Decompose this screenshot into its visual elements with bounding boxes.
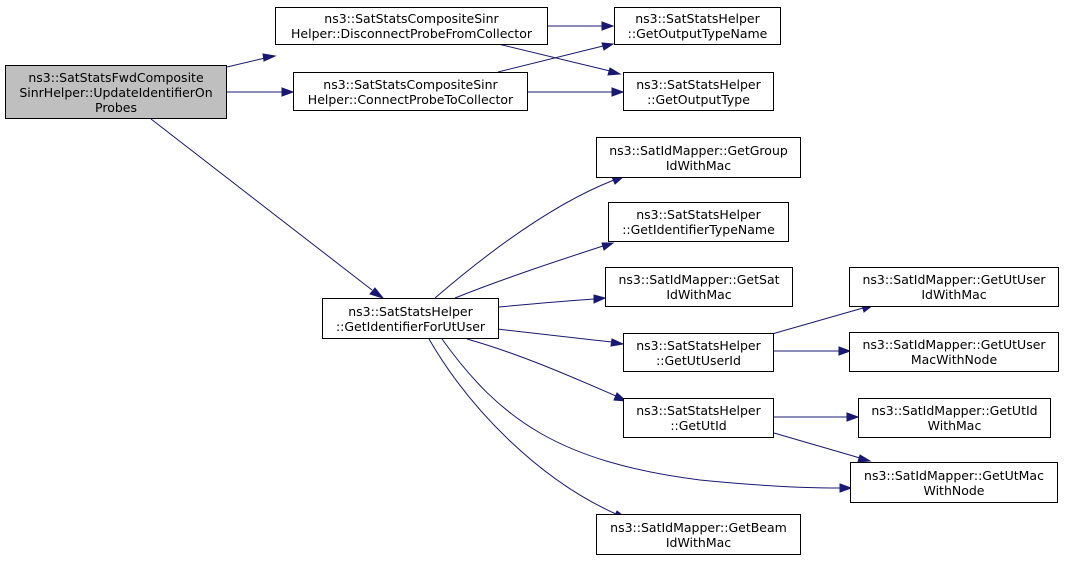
edge-to-get-identifier-type-name <box>454 245 604 299</box>
node-label-line: IdWithMac <box>921 287 987 302</box>
arrowhead-get-ut-user-id <box>610 338 625 347</box>
edge-to-get-ut-user-id <box>496 328 613 343</box>
node-label-line: ns3::SatStatsHelper <box>636 403 761 418</box>
arrowhead-output-type-name-a <box>601 21 615 31</box>
node-connect-probe-to-collector[interactable]: ns3::SatStatsCompositeSinr Helper::Conne… <box>293 72 528 111</box>
node-label-line: ::GetUtUserId <box>656 352 741 368</box>
node-get-ut-mac-with-node[interactable]: ns3::SatIdMapper::GetUtMac WithNode <box>850 462 1058 503</box>
node-label-line: ::GetOutputType <box>647 91 750 107</box>
edge-disconnect-to-output-type <box>497 43 611 72</box>
edge-update-to-disconnect <box>226 57 266 68</box>
node-label-line: ::GetIdentifierTypeName <box>622 222 775 237</box>
node-label-line: ns3::SatStatsHelper <box>636 207 761 222</box>
node-label-line: Helper::ConnectProbeToCollector <box>307 91 514 107</box>
edge-to-get-group-id <box>434 179 615 299</box>
arrowhead-get-ut-mac-with-node-a <box>839 483 853 493</box>
node-label-line: IdWithMac <box>665 534 732 550</box>
node-label-line: ns3::SatIdMapper::GetUtId <box>871 403 1038 418</box>
node-label-line: ns3::SatIdMapper::GetBeam <box>610 519 787 535</box>
arrowhead-ut-user-mac-with-node <box>838 346 852 356</box>
arrowhead-get-identifier-for-ut-user <box>369 287 385 299</box>
node-label-line: MacWithNode <box>910 352 998 367</box>
node-label-line: ::GetUtId <box>670 418 727 433</box>
node-get-ut-id-with-mac[interactable]: ns3::SatIdMapper::GetUtId WithMac <box>858 398 1051 438</box>
node-label-line: ns3::SatStatsFwdComposite <box>28 69 204 85</box>
node-label-line: IdWithMac <box>666 287 732 302</box>
arrowhead-output-type-a <box>607 67 622 76</box>
node-get-identifier-type-name[interactable]: ns3::SatStatsHelper ::GetIdentifierTypeN… <box>608 202 789 242</box>
node-get-identifier-for-ut-user[interactable]: ns3::SatStatsHelper ::GetIdentifierForUt… <box>322 298 499 339</box>
node-get-output-type-name[interactable]: ns3::SatStatsHelper ::GetOutputTypeName <box>614 7 781 45</box>
arrowhead-disconnect <box>262 53 277 62</box>
node-label-line: Helper::DisconnectProbeFromCollector <box>291 26 532 41</box>
edge-update-to-get-identifier-for-ut-user <box>150 118 373 291</box>
node-disconnect-probe-from-collector[interactable]: ns3::SatStatsCompositeSinr Helper::Disco… <box>275 7 548 45</box>
node-label-line: ns3::SatIdMapper::GetGroup <box>609 142 788 158</box>
arrowhead-connect <box>281 87 295 97</box>
node-get-ut-user-id-with-mac[interactable]: ns3::SatIdMapper::GetUtUser IdWithMac <box>849 267 1059 307</box>
edge-to-get-ut-id <box>466 338 617 397</box>
node-get-output-type[interactable]: ns3::SatStatsHelper ::GetOutputType <box>623 72 774 111</box>
node-label-line: ::GetOutputTypeName <box>627 26 768 41</box>
arrowhead-get-sat-id <box>593 294 607 304</box>
edge-to-get-beam-id <box>428 338 617 515</box>
arrowhead-get-ut-mac-with-node-b <box>857 454 872 463</box>
node-label-line: IdWithMac <box>665 157 732 173</box>
node-label-line: ::GetIdentifierForUtUser <box>335 318 486 334</box>
node-label-line: WithNode <box>923 482 985 498</box>
arrowhead-output-type-b <box>611 87 625 97</box>
node-label-line: Probes <box>95 99 137 115</box>
node-label-line: ns3::SatStatsCompositeSinr <box>323 76 498 92</box>
arrowhead-get-identifier-type-name <box>601 242 615 251</box>
edge-connect-to-output-type-name <box>497 45 604 73</box>
node-label-line: ns3::SatStatsHelper <box>348 303 473 319</box>
node-label-line: ns3::SatIdMapper::GetUtUser <box>862 337 1046 352</box>
edge-ut-id-to-ut-mac-with-node <box>773 432 861 459</box>
arrowhead-output-type-name-b <box>601 42 615 51</box>
node-get-sat-id-with-mac[interactable]: ns3::SatIdMapper::GetSat IdWithMac <box>605 267 793 307</box>
node-label-line: ns3::SatStatsCompositeSinr <box>324 11 499 26</box>
node-label-line: ns3::SatStatsHelper <box>636 337 761 353</box>
node-label-line: ns3::SatIdMapper::GetUtUser <box>862 272 1046 287</box>
edge-ut-user-id-to-ut-user-id-with-mac <box>771 307 864 335</box>
node-get-ut-user-mac-with-node[interactable]: ns3::SatIdMapper::GetUtUser MacWithNode <box>849 332 1059 372</box>
node-label-line: WithMac <box>927 418 982 433</box>
node-label-line: ns3::SatIdMapper::GetSat <box>618 272 780 287</box>
node-get-beam-id-with-mac[interactable]: ns3::SatIdMapper::GetBeam IdWithMac <box>596 514 801 555</box>
node-label-line: ns3::SatIdMapper::GetUtMac <box>864 467 1044 483</box>
arrowhead-ut-id-with-mac <box>846 412 860 422</box>
node-get-group-id-with-mac[interactable]: ns3::SatIdMapper::GetGroup IdWithMac <box>596 137 801 178</box>
node-get-ut-user-id[interactable]: ns3::SatStatsHelper ::GetUtUserId <box>623 333 774 372</box>
node-label-line: ns3::SatStatsHelper <box>636 76 761 92</box>
edge-to-get-ut-mac-with-node-direct <box>441 338 841 489</box>
node-get-ut-id[interactable]: ns3::SatStatsHelper ::GetUtId <box>623 398 774 438</box>
node-update-identifier-on-probes: ns3::SatStatsFwdComposite SinrHelper::Up… <box>5 65 227 119</box>
node-label-line: ns3::SatStatsHelper <box>635 11 760 26</box>
node-label-line: SinrHelper::UpdateIdentifierOn <box>19 84 213 100</box>
